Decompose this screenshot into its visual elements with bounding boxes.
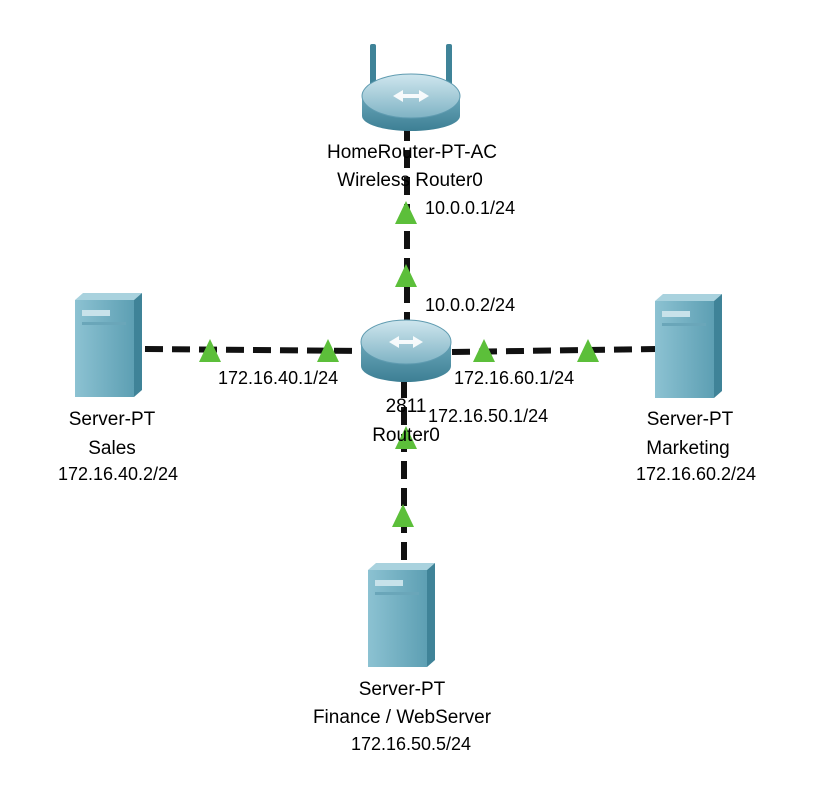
router-uplink-ip-label: 10.0.0.2/24 bbox=[425, 295, 515, 315]
finance-server-model-label: Server-PT bbox=[359, 679, 446, 700]
router-marketing-ip-label: 172.16.60.1/24 bbox=[454, 368, 574, 388]
link-up-indicator bbox=[392, 504, 414, 527]
finance-server-name-label: Finance / WebServer bbox=[313, 707, 492, 728]
link-up-indicator bbox=[199, 339, 221, 362]
server-marketing-icon[interactable] bbox=[655, 294, 722, 398]
wireless-router-model-label: HomeRouter-PT-AC bbox=[327, 142, 497, 163]
marketing-server-name-label: Marketing bbox=[646, 438, 729, 459]
router-model-label: 2811 bbox=[386, 396, 427, 417]
wireless-router-icon[interactable] bbox=[361, 44, 461, 131]
router-finance-ip-label: 172.16.50.1/24 bbox=[428, 406, 548, 426]
router-icon[interactable] bbox=[360, 319, 452, 382]
link-up-indicator bbox=[577, 339, 599, 362]
sales-server-ip-label: 172.16.40.2/24 bbox=[58, 464, 178, 484]
link-up-indicator bbox=[473, 339, 495, 362]
link-router-sales[interactable] bbox=[144, 346, 363, 354]
wireless-router-name-label: Wireless Router0 bbox=[337, 170, 483, 191]
link-indicators bbox=[199, 201, 599, 527]
server-sales-icon[interactable] bbox=[75, 293, 142, 397]
link-up-indicator bbox=[395, 201, 417, 224]
marketing-server-model-label: Server-PT bbox=[647, 409, 734, 430]
sales-server-model-label: Server-PT bbox=[69, 409, 156, 430]
sales-server-name-label: Sales bbox=[88, 438, 136, 459]
marketing-server-ip-label: 172.16.60.2/24 bbox=[636, 464, 756, 484]
router-sales-ip-label: 172.16.40.1/24 bbox=[218, 368, 338, 388]
link-up-indicator bbox=[395, 264, 417, 287]
link-up-indicator bbox=[395, 426, 417, 449]
link-up-indicator bbox=[317, 339, 339, 362]
router-name-label: Router0 bbox=[372, 425, 440, 446]
finance-server-ip-label: 172.16.50.5/24 bbox=[351, 734, 471, 754]
wireless-router-ip-label: 10.0.0.1/24 bbox=[425, 198, 515, 218]
server-finance-icon[interactable] bbox=[368, 563, 435, 667]
